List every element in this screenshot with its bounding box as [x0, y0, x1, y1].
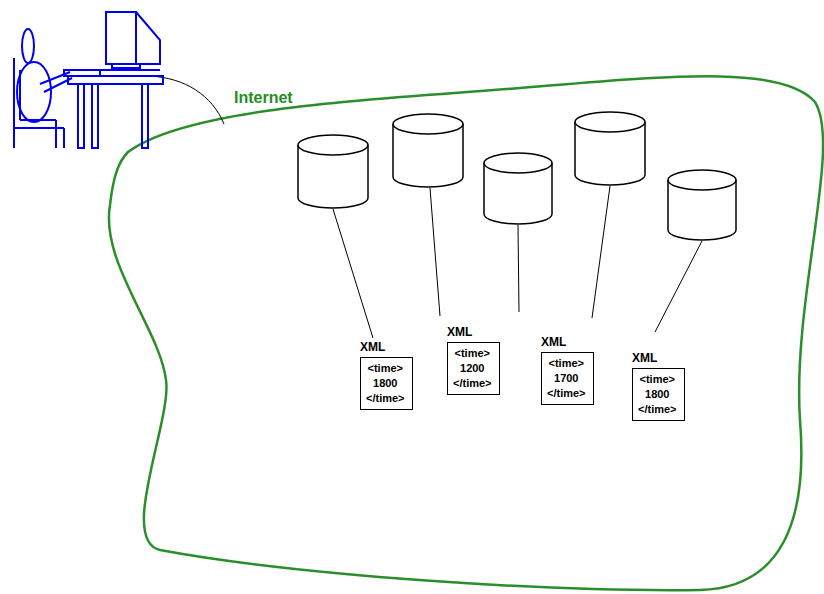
- document-format: XML: [447, 325, 500, 339]
- document-format: XML: [541, 335, 594, 349]
- xml-document: XML <time> 1800 </time>: [360, 340, 413, 410]
- xml-element: <time> 1800 </time>: [366, 361, 405, 406]
- document-format: XML: [632, 351, 685, 365]
- document-format: XML: [360, 340, 413, 354]
- document-box: <time> 1700 </time>: [541, 352, 594, 405]
- user-at-computer: [14, 12, 163, 148]
- xml-document: XML <time> 1700 </time>: [541, 335, 594, 405]
- internet-outline: [109, 76, 823, 590]
- xml-element: <time> 1200 </time>: [453, 346, 492, 391]
- document-box: <time> 1200 </time>: [447, 342, 500, 395]
- xml-element: <time> 1800 </time>: [638, 372, 677, 417]
- database-links: [333, 186, 702, 338]
- database-cylinders: [298, 112, 736, 240]
- xml-document: XML <time> 1200 </time>: [447, 325, 500, 395]
- xml-element: <time> 1700 </time>: [547, 356, 586, 401]
- xml-document: XML <time> 1800 </time>: [632, 351, 685, 421]
- document-box: <time> 1800 </time>: [360, 357, 413, 410]
- region-label: Internet: [234, 89, 293, 107]
- document-box: <time> 1800 </time>: [632, 368, 685, 421]
